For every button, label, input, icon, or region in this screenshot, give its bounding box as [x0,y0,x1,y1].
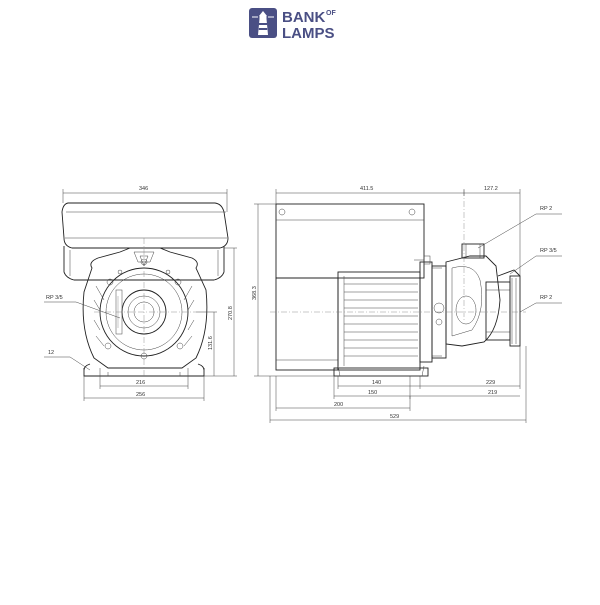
logo-text-line2: LAMPS [282,25,335,42]
logo-text-line1: BANK [282,9,325,26]
side-pump-head [445,243,501,347]
dim-side-150: 150 [368,390,377,396]
callout-side-rp35: RP 3/5 [540,248,557,254]
callout-side-rp2-top: RP 2 [540,206,552,212]
lighthouse-icon [249,8,277,38]
side-motor-body [275,271,421,371]
front-view: 346 216 256 270.8 131.6 RP 3/5 [44,186,237,401]
dim-front-270-8: 270.8 [228,306,234,320]
callout-front-rp35: RP 3/5 [46,295,63,301]
dim-side-200: 200 [334,402,343,408]
dim-side-368-3: 368.3 [252,286,258,300]
callout-front-12: 12 [48,350,54,356]
dim-front-256: 256 [136,392,145,398]
dim-front-216: 216 [136,380,145,386]
dim-side-229: 229 [486,380,495,386]
front-pump-body [82,247,208,369]
dim-side-127-2: 127.2 [484,186,498,192]
logo: BANK OF LAMPS [249,8,336,42]
dim-front-346: 346 [139,186,148,192]
side-base [333,365,429,377]
dim-side-219: 219 [488,390,497,396]
dim-front-131-6: 131.6 [208,336,214,350]
side-motor-fins [344,283,418,357]
side-inlet [485,269,521,347]
side-terminal-box [275,203,425,279]
dim-side-140: 140 [372,380,381,386]
side-dimensions: 411.5 127.2 368.3 140 229 150 [252,186,562,423]
dim-side-411-5: 411.5 [360,186,373,192]
logo-text-small: OF [326,10,336,17]
front-dimensions: 346 216 256 270.8 131.6 RP 3/5 [44,186,237,401]
callout-side-rp2-outlet: RP 2 [540,295,552,301]
dim-side-529: 529 [390,414,399,420]
side-view: 411.5 127.2 368.3 140 229 150 [252,186,562,423]
